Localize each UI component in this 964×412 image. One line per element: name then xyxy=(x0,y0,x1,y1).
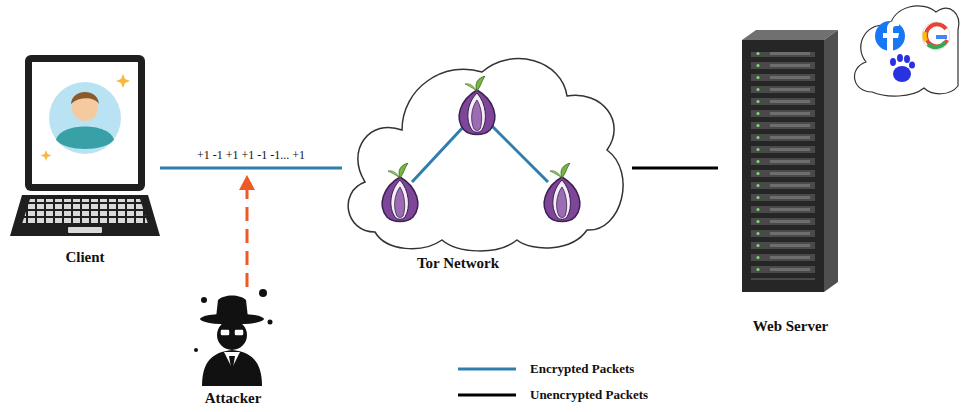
unencrypted-link xyxy=(632,167,718,170)
server-icon xyxy=(742,30,838,292)
legend-row: Unencrypted Packets xyxy=(458,382,648,408)
sites-cloud-part xyxy=(875,21,905,51)
laptop-icon-part xyxy=(56,127,114,150)
art-part-part xyxy=(890,58,896,66)
tor-cloud-part xyxy=(348,59,623,251)
art-part-part xyxy=(904,55,910,63)
sites-cloud-part xyxy=(936,35,947,39)
sites-cloud xyxy=(855,6,959,96)
attacker-icon-part xyxy=(217,320,247,350)
legend-text: Encrypted Packets xyxy=(530,361,634,377)
attacker-icon-part xyxy=(229,356,235,374)
node-label: Tor Network xyxy=(417,254,499,272)
server-icon-part xyxy=(824,30,838,292)
legend-sample xyxy=(458,365,516,373)
art-part-part xyxy=(909,62,915,69)
server-icon-part xyxy=(742,40,824,292)
attacker-icon-part xyxy=(202,350,262,386)
sites-cloud-part xyxy=(924,32,926,41)
laptop-icon-part xyxy=(116,74,130,88)
laptop-icon-part xyxy=(22,199,148,224)
laptop-icon-part xyxy=(41,150,52,161)
encrypted-link xyxy=(160,167,342,170)
art-part-part xyxy=(897,54,903,62)
laptop-icon-part xyxy=(25,55,145,191)
attacker-icon xyxy=(194,289,273,386)
tor-cloud-part xyxy=(544,163,580,222)
sites-cloud-part xyxy=(922,22,950,50)
tor-cloud-part xyxy=(490,124,548,182)
server-icon-part xyxy=(751,52,815,280)
attack-arrow-part xyxy=(246,188,249,287)
laptop-icon-part xyxy=(71,92,99,104)
tor-cloud-part xyxy=(459,76,495,135)
laptop-icon-part xyxy=(32,62,138,184)
tor-cloud-part xyxy=(412,124,466,182)
node-label: Client xyxy=(65,248,104,266)
laptop-icon xyxy=(10,55,160,236)
legend-row: Encrypted Packets xyxy=(458,356,648,382)
legend-text: Unencrypted Packets xyxy=(530,387,648,403)
attack-arrow-part xyxy=(239,175,255,190)
art-part-part xyxy=(893,66,911,82)
attacker-icon-part xyxy=(234,329,244,336)
laptop-icon-part xyxy=(68,227,102,233)
sites-cloud-part xyxy=(928,42,945,47)
attack-arrow xyxy=(239,175,255,287)
sites-cloud-part xyxy=(855,6,959,96)
attacker-icon-part xyxy=(201,297,207,303)
attacker-icon-part xyxy=(259,289,267,297)
tor-cloud xyxy=(348,59,623,251)
node-label: Attacker xyxy=(205,389,262,407)
client-node: Client xyxy=(10,48,160,270)
tor-cloud-part xyxy=(382,163,418,222)
edge-label: +1 -1 +1 +1 -1 -1... +1 xyxy=(195,148,307,162)
tor-network-node: Tor Network xyxy=(342,40,632,276)
sites-cloud-part xyxy=(926,24,947,46)
legend-sample-line xyxy=(458,394,516,397)
server-icon-part xyxy=(742,30,838,40)
art-part xyxy=(890,54,915,82)
legend-sample-line xyxy=(458,368,516,371)
legend-sample xyxy=(458,391,516,399)
laptop-icon-part xyxy=(10,195,160,236)
sites-cloud-part xyxy=(883,21,899,51)
legend: Encrypted PacketsUnencrypted Packets xyxy=(458,356,648,408)
web-server-node: Web Server xyxy=(718,22,863,340)
attacker-icon-part xyxy=(220,329,230,336)
laptop-icon-part xyxy=(49,82,121,154)
attacker-icon-part xyxy=(194,348,198,352)
node-label: Web Server xyxy=(753,317,828,335)
attacker-icon-part xyxy=(268,320,273,325)
attacker-node: Attacker xyxy=(178,288,288,410)
